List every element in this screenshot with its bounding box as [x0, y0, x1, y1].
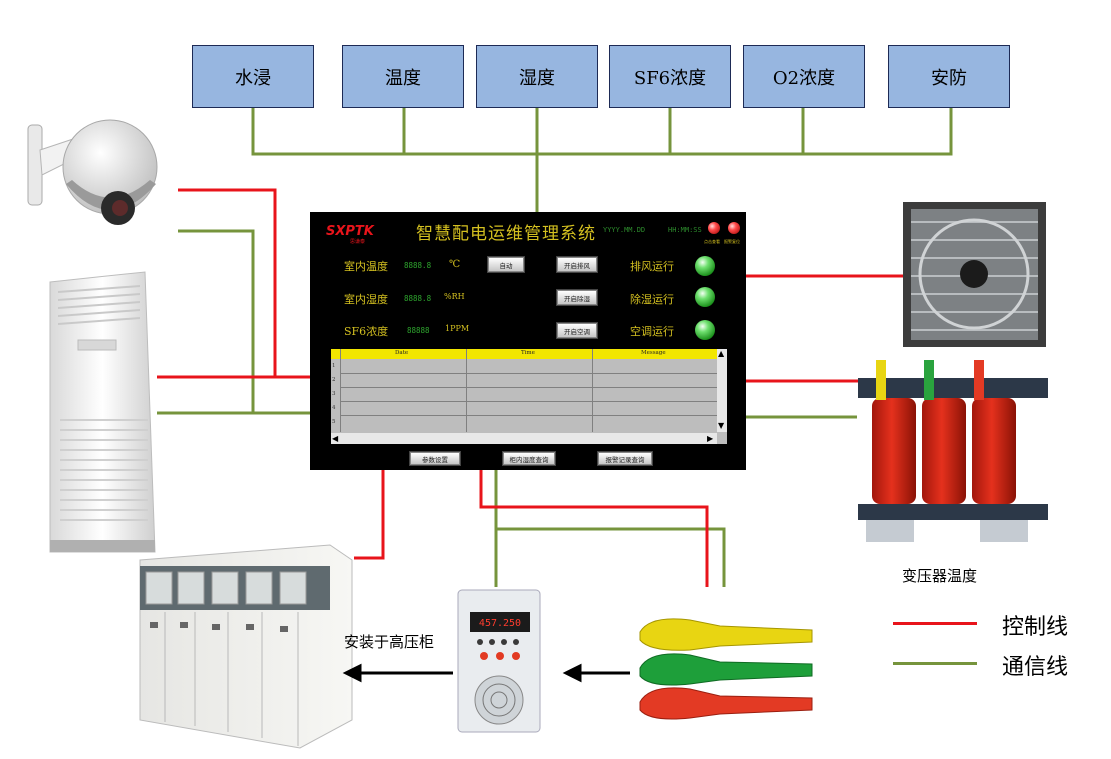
alarm-table[interactable]: Date Time Message 1 2 3 4 5 ▲ ▼ ◀ ▶: [331, 349, 727, 444]
alarm-reset-icon[interactable]: [728, 222, 740, 234]
alarm-log-button[interactable]: 报警记录查询: [598, 452, 652, 465]
params-button[interactable]: 参数设置: [410, 452, 460, 465]
system-title: 智慧配电运维管理系统: [416, 224, 596, 244]
status-ac-label: 空调运行: [630, 325, 674, 338]
in-cabinet-query-button[interactable]: 柜内湿度查询: [503, 452, 555, 465]
switchgear-cabinet: [139, 544, 353, 749]
auto-button[interactable]: 自动: [488, 257, 524, 272]
reading-sf6-label: SF6浓度: [344, 325, 389, 338]
comm-lines: [157, 108, 953, 587]
row-divider: [340, 415, 717, 416]
alarm-reset-label: 报警复位: [724, 239, 740, 244]
reading-sf6-unit: 1PPM: [445, 324, 470, 333]
legend-control-swatch: [893, 622, 977, 625]
row-divider: [340, 387, 717, 388]
dehumidifier-controller: 457.250: [457, 589, 541, 733]
reading-sf6-value: 88888: [407, 326, 430, 335]
sensor-label: 温度: [385, 67, 421, 89]
table-row-number: 5: [332, 419, 336, 425]
status-fan-label: 排风运行: [630, 260, 674, 273]
reading-temp-label: 室内温度: [344, 260, 388, 273]
table-row-number: 2: [332, 377, 336, 383]
scroll-left-icon[interactable]: ◀: [332, 434, 339, 443]
sensor-label: 安防: [931, 67, 967, 89]
hmi-screen: SXPTK 思谦泰 智慧配电运维管理系统 YYYY.MM.DD HH:MM:SS…: [310, 212, 746, 470]
reading-temp-value: 8888.8: [404, 261, 432, 270]
time-display: HH:MM:SS: [668, 226, 702, 234]
sensor-plugs: [639, 618, 813, 720]
column-date: Date: [395, 350, 409, 356]
transformer: [858, 360, 1048, 542]
reading-humidity-unit: %RH: [444, 292, 465, 301]
fan-on-button[interactable]: 开启排风: [557, 257, 597, 272]
sensor-label: 湿度: [519, 67, 555, 89]
column-divider: [466, 349, 467, 432]
legend-control-label: 控制线: [1002, 615, 1069, 640]
brand-text: SXPTK: [326, 224, 374, 239]
ac-on-button[interactable]: 开启空调: [557, 323, 597, 338]
table-row-number: 4: [332, 405, 336, 411]
sensor-humidity: 湿度: [476, 45, 598, 108]
row-divider: [340, 401, 717, 402]
dehumid-on-button[interactable]: 开启除湿: [557, 290, 597, 305]
transformer-label: 变压器温度: [902, 567, 978, 585]
sensor-label: O2浓度: [772, 67, 836, 89]
scroll-up-icon[interactable]: ▲: [718, 349, 725, 358]
status-dehumid-label: 除湿运行: [630, 293, 674, 306]
fan-status-led: [695, 256, 715, 276]
sensor-sf6: SF6浓度: [609, 45, 731, 108]
row-divider: [340, 373, 717, 374]
column-message: Message: [641, 350, 666, 356]
control-lines: [157, 188, 903, 587]
sensor-label: 水浸: [235, 67, 271, 89]
column-time: Time: [521, 350, 535, 356]
sensor-o2: O2浓度: [743, 45, 865, 108]
ac-status-led: [695, 320, 715, 340]
horizontal-scrollbar[interactable]: ◀ ▶: [331, 433, 717, 444]
alarm-view-label: 点击查看: [704, 239, 720, 244]
reading-temp-unit: ℃: [449, 259, 461, 270]
brand-logo: SXPTK 思谦泰: [326, 224, 396, 245]
dome-camera: [27, 119, 158, 225]
reading-humidity-value: 8888.8: [404, 294, 432, 303]
air-conditioner: [49, 271, 156, 553]
scroll-down-icon[interactable]: ▼: [718, 421, 725, 430]
legend-comm-label: 通信线: [1002, 655, 1069, 680]
date-display: YYYY.MM.DD: [603, 226, 646, 234]
sensor-water-leak: 水浸: [192, 45, 314, 108]
controller-display: 457.250: [479, 618, 521, 629]
legend-comm-swatch: [893, 662, 977, 665]
table-row-number: 3: [332, 391, 336, 397]
vertical-scrollbar[interactable]: ▲ ▼: [717, 349, 727, 432]
sensor-label: SF6浓度: [633, 67, 707, 89]
brand-subtext: 思谦泰: [350, 239, 366, 245]
sensor-bus: [251, 108, 953, 156]
sensor-temperature: 温度: [342, 45, 464, 108]
exhaust-fan: [903, 202, 1046, 347]
table-row-number: 1: [332, 363, 336, 369]
column-divider: [340, 349, 341, 432]
reading-humidity-label: 室内湿度: [344, 293, 388, 306]
dehumid-status-led: [695, 287, 715, 307]
column-divider: [592, 349, 593, 432]
alarm-view-icon[interactable]: [708, 222, 720, 234]
flow-arrows: [342, 663, 630, 683]
scroll-right-icon[interactable]: ▶: [707, 434, 714, 443]
install-label: 安装于高压柜: [344, 633, 435, 651]
sensor-security: 安防: [888, 45, 1010, 108]
table-header: Date Time Message: [331, 349, 717, 359]
